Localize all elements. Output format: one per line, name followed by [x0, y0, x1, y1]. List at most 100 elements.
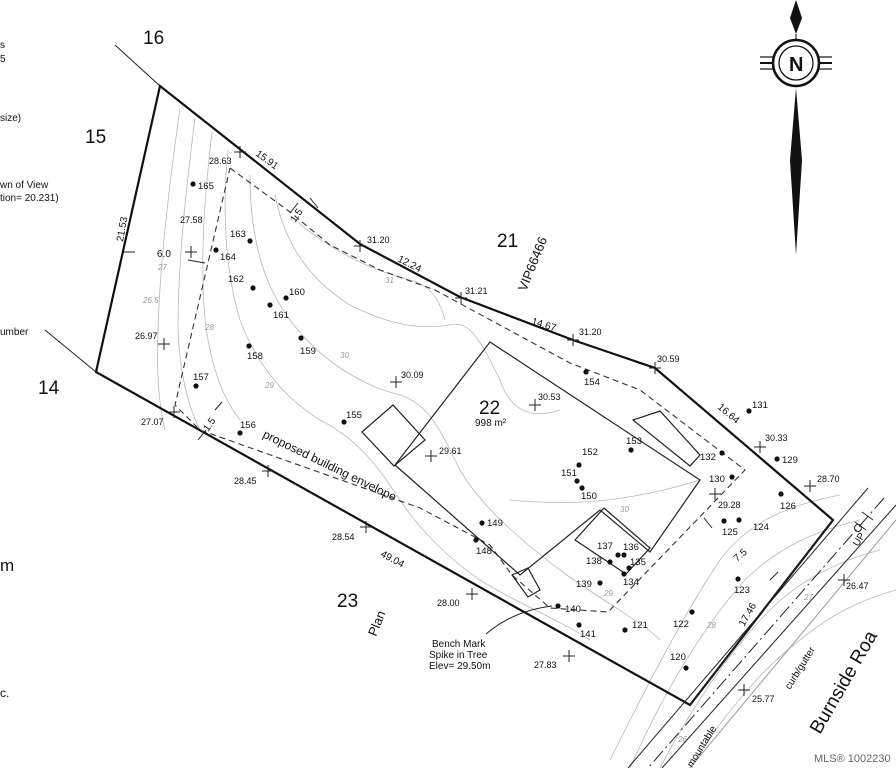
survey-point-label: 135	[630, 557, 646, 568]
survey-point-label: 148	[476, 546, 492, 557]
elevation-label: 26.97	[135, 331, 158, 341]
survey-point-label: 153	[626, 436, 642, 447]
setback-west: 6.0	[157, 249, 171, 260]
dimension-north-a: 15.91	[253, 149, 280, 173]
contour-label: 30	[620, 505, 629, 514]
benchmark-line-3: Elev= 29.50m	[429, 661, 490, 672]
contour-label: 26.5	[142, 296, 159, 305]
survey-point-label: 159	[300, 346, 316, 357]
lot-numbers: 16 15 14 21 23 22 998 m²	[38, 28, 518, 612]
setback-east: 7.5	[732, 547, 750, 565]
plan-word-label: Plan	[365, 608, 389, 638]
elevation-label: 31.21	[465, 286, 488, 296]
elevation-label: 25.77	[752, 694, 775, 704]
survey-point-label: 149	[487, 518, 503, 529]
survey-point-label: 121	[632, 620, 648, 631]
elevation-label: 28.63	[209, 156, 232, 166]
survey-point-label: 130	[709, 474, 725, 485]
benchmark-line-2: Spike in Tree	[429, 650, 488, 661]
curb-gutter-label: curb/gutter	[783, 645, 818, 692]
survey-point-label: 122	[673, 619, 689, 630]
contour-labels: 26.5 27 28 29 30 31 30 29 28 27 26	[142, 263, 813, 744]
lot-number-16: 16	[143, 28, 164, 49]
survey-point-label: 157	[193, 372, 209, 383]
survey-point-label: 141	[580, 629, 596, 640]
elevation-label: 31.20	[367, 235, 390, 245]
dimension-south: 49.04	[379, 549, 407, 571]
benchmark-line-1: Bench Mark	[432, 639, 486, 650]
lot-number-14: 14	[38, 378, 60, 399]
survey-point-label: 129	[782, 455, 798, 466]
elevation-label: 30.59	[657, 354, 680, 364]
dimension-north-c: 14.67	[530, 316, 558, 334]
contour-label: 27	[803, 593, 813, 602]
survey-point-label: 158	[247, 351, 263, 362]
survey-point-label: 125	[722, 527, 738, 538]
survey-point-label: 156	[240, 420, 256, 431]
plan-number-label: VIP66466	[515, 235, 550, 294]
utility-pole-icon	[854, 524, 862, 532]
survey-point-label: 162	[228, 274, 244, 285]
north-letter: N	[789, 54, 803, 76]
dimension-marks	[123, 197, 779, 581]
north-arrow-icon: N	[760, 0, 832, 255]
elevation-label: 30.09	[401, 370, 424, 380]
survey-point-label: 163	[230, 229, 246, 240]
legend-text-3: size)	[0, 113, 21, 124]
survey-point-label: 152	[582, 447, 598, 458]
survey-point-label: 137	[597, 541, 613, 552]
survey-point-labels: 165 164 163 162 160 161 159 158 157 156 …	[193, 181, 798, 663]
survey-point-label: 124	[753, 522, 769, 533]
survey-point-label: 132	[700, 452, 716, 463]
survey-point-label: 138	[586, 556, 602, 567]
subject-lot-area: 998 m²	[475, 418, 507, 429]
elevation-label: 28.54	[332, 532, 355, 542]
legend-fragments: s 5 size) wn of View tion= 20.231) umber…	[0, 40, 59, 700]
benchmark-callout: Bench Mark Spike in Tree Elev= 29.50m	[429, 605, 553, 672]
legend-text-6: umber	[0, 327, 29, 338]
survey-point-dots	[190, 181, 784, 671]
elevation-label: 28.00	[437, 598, 460, 608]
neighbour-lot-lines	[44, 44, 161, 373]
subject-lot-number: 22	[479, 398, 500, 419]
legend-text-1: s	[0, 40, 5, 51]
elevation-markers	[158, 146, 850, 696]
contour-label: 27	[157, 263, 167, 272]
elevation-label: 27.58	[180, 215, 203, 225]
road-labels: Burnside Roa curb/gutter mountable UP	[685, 524, 882, 768]
legend-text-4: wn of View	[0, 180, 49, 191]
survey-point-label: 126	[780, 501, 796, 512]
survey-point-label: 140	[565, 604, 581, 615]
lot-number-15: 15	[85, 127, 106, 148]
legend-text-7: m	[0, 556, 14, 575]
listing-watermark: MLS® 1002230	[814, 753, 891, 765]
elevation-label: 28.45	[234, 476, 257, 486]
elevation-label: 30.33	[765, 433, 788, 443]
survey-point-label: 136	[623, 542, 639, 553]
legend-text-5: tion= 20.231)	[0, 193, 59, 204]
road-name: Burnside Roa	[806, 627, 882, 738]
legend-text-8: c.	[0, 686, 9, 700]
elevation-label: 26.47	[846, 581, 869, 591]
lot-number-23: 23	[337, 591, 358, 612]
legend-text-2: 5	[0, 54, 6, 65]
elevation-label: 27.83	[534, 660, 557, 670]
building-envelope-label: proposed building envelope	[261, 427, 399, 504]
elevation-label: 30.53	[538, 392, 561, 402]
contour-label: 28	[204, 323, 214, 332]
survey-point-label: 134	[623, 577, 639, 588]
survey-point-label: 161	[273, 310, 289, 321]
up-label: UP	[851, 531, 868, 549]
survey-point-label: 131	[752, 400, 768, 411]
survey-point-label: 150	[581, 491, 597, 502]
contour-label: 30	[340, 351, 349, 360]
elevation-label: 27.07	[141, 417, 164, 427]
survey-point-label: 164	[220, 252, 236, 263]
property-boundary	[94, 84, 835, 707]
survey-point-label: 165	[198, 181, 214, 192]
survey-point-label: 154	[584, 377, 600, 388]
setback-north: 1.5	[288, 207, 305, 225]
contour-label: 26	[677, 735, 687, 744]
road-lines	[627, 487, 896, 768]
survey-point-label: 160	[289, 287, 305, 298]
